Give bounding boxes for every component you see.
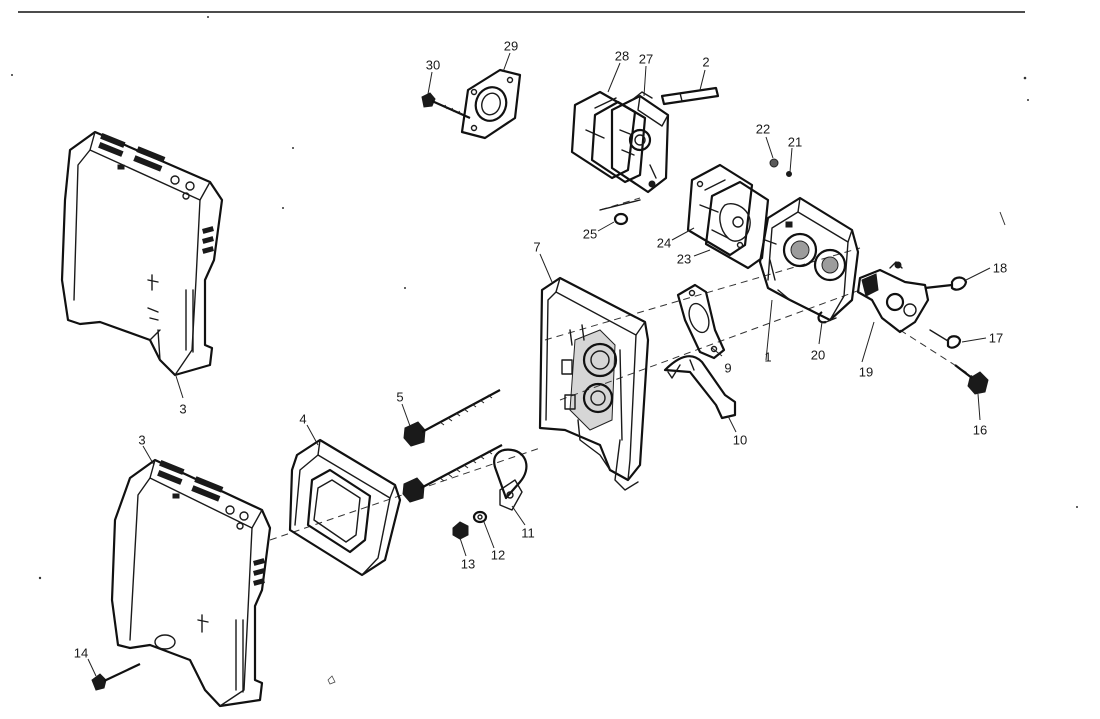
callout-29: 29 (503, 38, 519, 54)
part-3-upper-cover (60, 130, 224, 377)
part-1-carburetor-body (758, 196, 860, 322)
part-4-filter-element (288, 438, 402, 577)
callout-17: 17 (988, 330, 1004, 346)
callout-28: 28 (614, 48, 630, 64)
callout-19: 19 (858, 364, 874, 380)
part-22-screw (769, 158, 779, 168)
part-11-choke-plate (493, 448, 528, 511)
scan-specks (11, 16, 1078, 685)
part-23-diaphragm (704, 180, 770, 270)
callout-4: 4 (299, 411, 307, 427)
callout-3-upper: 3 (179, 401, 187, 417)
part-14-screw (91, 663, 141, 691)
part-27-pump-cover (610, 91, 670, 194)
callout-11: 11 (521, 525, 535, 541)
callout-12: 12 (490, 547, 506, 563)
callout-7: 7 (533, 239, 541, 255)
part-9-gasket (676, 283, 726, 360)
part-24-gasket (686, 163, 754, 257)
part-17-screw (929, 329, 962, 349)
part-16-adjust-screw (954, 364, 989, 395)
part-10-lever (663, 355, 737, 420)
callout-10: 10 (732, 432, 748, 448)
callout-23: 23 (676, 251, 692, 267)
callout-27: 27 (638, 51, 654, 67)
callout-18: 18 (992, 260, 1008, 276)
part-13-nut (452, 521, 469, 540)
callout-16: 16 (972, 422, 988, 438)
part-7-air-cleaner-case (538, 276, 650, 491)
part-29-insulator (460, 68, 522, 140)
callout-3-lower: 3 (138, 432, 146, 448)
part-2-pin (660, 86, 720, 106)
part-30-bolt (421, 92, 471, 120)
part-28-pump-diaphragm (570, 90, 647, 184)
callout-25: 25 (582, 226, 598, 242)
callout-13: 13 (460, 556, 476, 572)
callout-2: 2 (702, 54, 710, 70)
callout-9: 9 (724, 360, 732, 376)
callout-leaders (87, 52, 991, 677)
part-18-screw (924, 276, 968, 291)
part-5-bolts (402, 389, 503, 503)
callout-1: 1 (764, 349, 772, 365)
callout-22: 22 (755, 121, 771, 137)
part-19-throttle-assembly (856, 261, 930, 334)
part-21-pin (786, 171, 792, 177)
callout-20: 20 (810, 347, 826, 363)
callout-30: 30 (425, 57, 441, 73)
part-12-washer (472, 510, 488, 524)
part-20-clip (817, 311, 837, 324)
part-3-lower-cover (110, 458, 272, 708)
callout-5: 5 (396, 389, 404, 405)
part-25-fitting (599, 199, 641, 226)
callout-24: 24 (656, 235, 672, 251)
callout-21: 21 (787, 134, 803, 150)
callout-14: 14 (73, 645, 89, 661)
